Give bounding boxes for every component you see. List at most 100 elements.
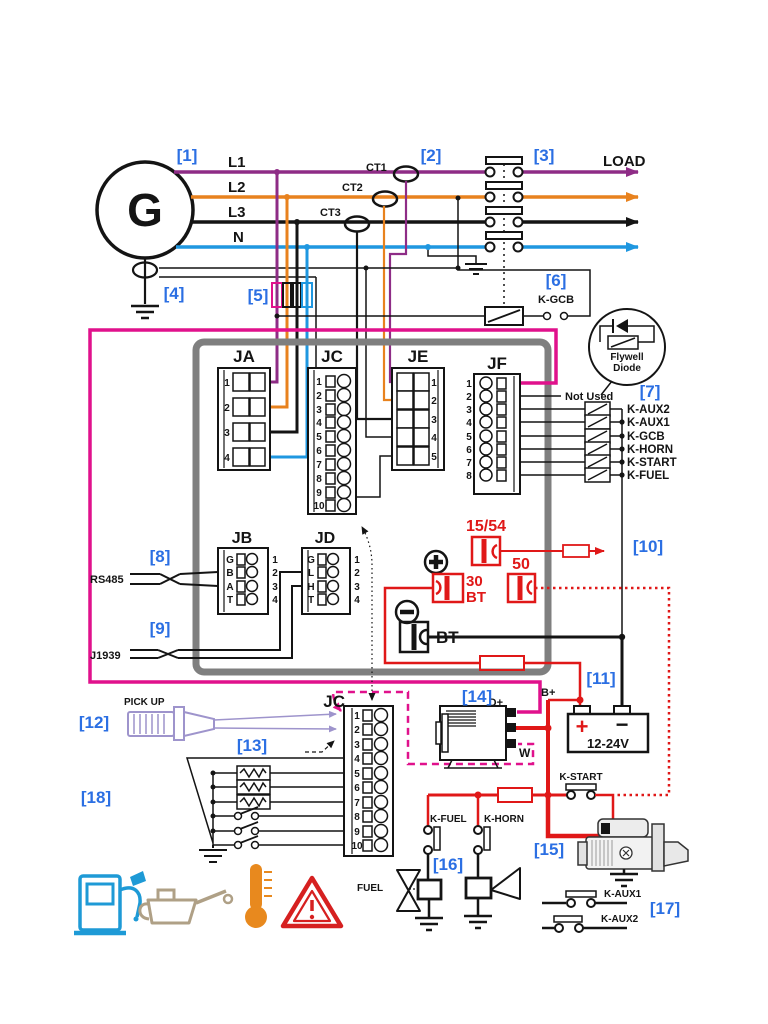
connector-jc-label: JC	[321, 347, 343, 366]
jc2-pin: 6	[354, 783, 360, 794]
jc-pin: 8	[316, 474, 322, 485]
ref-2: [2]	[421, 146, 442, 165]
jf-pin: 6	[466, 445, 472, 456]
khorn-contact-label: K-HORN	[484, 814, 524, 825]
ref-14: [14]	[462, 687, 492, 706]
thermometer-icon	[245, 864, 272, 928]
pin-pointer-arrow	[305, 740, 335, 753]
ct1-label: CT1	[366, 162, 387, 174]
connector-jb: JB G B A T 1 2 3 4	[217, 530, 278, 615]
jc-pin: 9	[316, 488, 322, 499]
terminal-30-label: 30	[466, 573, 483, 590]
connector-jb-label: JB	[232, 530, 252, 547]
pickup-label: PICK UP	[124, 697, 165, 708]
fuse-icon	[479, 655, 525, 671]
jb-letter: A	[226, 582, 233, 593]
breaker-ground-icon	[465, 263, 487, 275]
horn-ground-icon	[464, 898, 492, 930]
connector-jd: JD G L H T 1 2 3 4	[301, 530, 360, 615]
l2-label: L2	[228, 179, 246, 196]
battery-minus-label: −	[616, 712, 629, 737]
sender-switch-bank	[185, 757, 343, 863]
flywheel-label-1: Flywell	[610, 352, 644, 363]
n-label: N	[233, 229, 244, 246]
pulley-icon	[435, 721, 442, 745]
fuel-valve-icon	[396, 869, 421, 912]
ja-pin-4: 4	[224, 453, 230, 464]
aux-contacts: K-AUX1 K-AUX2	[542, 889, 642, 933]
not-used-label: Not Used	[565, 391, 613, 403]
l1-label: L1	[228, 154, 246, 171]
connector-jd-label: JD	[315, 530, 335, 547]
j1939-label: J1939	[90, 650, 121, 662]
ja-pin-1: 1	[224, 378, 230, 389]
switch-blade-icon	[239, 835, 259, 844]
jd-letter: H	[307, 582, 314, 593]
connector-je: JE 1 2 3 4 5	[391, 347, 445, 471]
jb-letter: T	[227, 595, 233, 606]
ja-pin-3: 3	[224, 428, 230, 439]
jc2-pin: 2	[354, 725, 360, 736]
kfuel-contact-label: K-FUEL	[430, 814, 467, 825]
jc-pin: 5	[316, 432, 322, 443]
jb-pin: 2	[272, 568, 278, 579]
w-terminal	[505, 739, 516, 748]
flywheel-label-2: Diode	[613, 363, 641, 374]
plug-link-arrow	[361, 526, 376, 701]
fuel-label: FUEL	[357, 883, 383, 894]
ref-17: [17]	[650, 899, 680, 918]
jf-pin: 1	[466, 379, 472, 390]
w-pickup-option-wire	[331, 690, 535, 766]
jc-pin: 6	[316, 446, 322, 457]
neutral-ct-icon	[131, 261, 159, 279]
fuel-solenoid-icon	[416, 878, 443, 901]
battery-voltage-label: 12-24V	[587, 736, 629, 751]
ct3-label: CT3	[320, 207, 341, 219]
fuel-ground-icon	[415, 899, 443, 932]
relay-label-kgcb: K-GCB	[627, 431, 665, 443]
jf-pin: 4	[466, 418, 472, 429]
connector-jc2: JC 1 2 3 4 5 6 7 8 9 10	[305, 526, 394, 857]
jf-pin: 7	[466, 458, 472, 469]
twisted-pair-icon	[159, 573, 181, 585]
jf-pin: 5	[466, 432, 472, 443]
dplus-terminal	[505, 708, 516, 717]
connector-jc2-label: JC	[323, 692, 345, 711]
relay-label-khorn: K-HORN	[627, 444, 673, 456]
ct1-icon	[392, 165, 420, 183]
connector-ja: JA 1 2 3 4	[217, 347, 271, 471]
jb-pin: 4	[272, 595, 278, 606]
jd-pin: 4	[354, 595, 360, 606]
jc2-pin: 10	[351, 841, 363, 852]
power-terminals: 15/54 50 30 BT BT	[383, 518, 671, 797]
jc-pin: 2	[316, 391, 322, 402]
terminal-50-label: 50	[512, 556, 530, 573]
jb-pin: 1	[272, 555, 278, 566]
resistive-sender-icon	[236, 779, 271, 795]
kstart-contact-label: K-START	[559, 772, 602, 783]
generator-ground-icon	[131, 304, 159, 320]
bplus-terminal	[505, 723, 516, 732]
ref-13: [13]	[237, 736, 267, 755]
jf-pin: 8	[466, 471, 472, 482]
fuse-box-icon	[282, 282, 292, 308]
dplus-label: D+	[489, 697, 503, 709]
je-pin: 3	[431, 415, 437, 426]
kaux1-contact-label: K-AUX1	[604, 889, 642, 900]
starter-motor	[577, 818, 689, 888]
ct3-icon	[343, 215, 371, 233]
je-pin: 2	[431, 396, 437, 407]
jc2-pin: 5	[354, 769, 360, 780]
d-plus-excitation-wire	[88, 328, 558, 714]
battery: + − 12-24V	[566, 705, 650, 754]
comm-buses: RS485 J1939	[90, 571, 302, 662]
ref-3: [3]	[534, 146, 555, 165]
horn-icon	[464, 876, 493, 900]
pickup-sensor: PICK UP	[124, 697, 337, 741]
charging-alternator: D+ B+ W	[435, 687, 555, 769]
resistive-sender-icon	[236, 765, 271, 781]
jc2-pin: 8	[354, 812, 360, 823]
horn-cone-icon	[490, 867, 521, 900]
